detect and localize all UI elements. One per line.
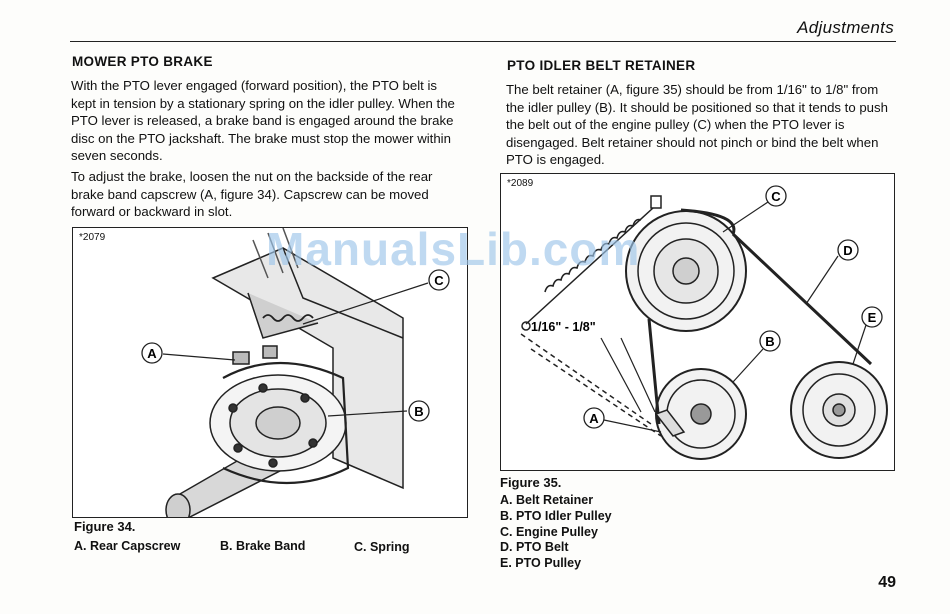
callout-c: C (434, 273, 444, 288)
mower-pto-brake-title: MOWER PTO BRAKE (72, 54, 213, 69)
figure-34-item-b: B. Brake Band (220, 539, 306, 553)
callout-b: B (765, 334, 774, 349)
callout-c-circle (428, 269, 450, 291)
figure-35-illustration: *2089 (500, 173, 895, 471)
figure-35-item-e: E. PTO Pulley (500, 556, 582, 571)
callout-e: E (868, 310, 877, 325)
figure-34-item-a: A. Rear Capscrew (74, 539, 181, 553)
figure-34-caption-title: Figure 34. (74, 519, 136, 534)
callout-b: B (414, 404, 423, 419)
page-number: 49 (878, 574, 896, 591)
callout-c: C (771, 189, 781, 204)
pto-idler-belt-retainer-title: PTO IDLER BELT RETAINER (507, 58, 696, 73)
figure-35-item-a: A. Belt Retainer (500, 493, 594, 507)
figure-35-item-d: D. PTO Belt (500, 540, 569, 555)
callout-a: A (147, 346, 157, 361)
figure-35-caption-title: Figure 35. (500, 475, 562, 490)
retainer-paragraph: The belt retainer (A, figure 35) should … (506, 82, 888, 167)
figure-35-item-b: B. PTO Idler Pulley (500, 508, 612, 523)
callout-d: D (843, 243, 852, 258)
figure-34-illustration: *2079 (72, 227, 468, 518)
brake-diagram: A B C (141, 228, 450, 517)
section-header: Adjustments (797, 18, 894, 37)
figure-35-item-c: C. Engine Pulley (500, 524, 598, 539)
gap-measurement-label: 1/16" - 1/8" (531, 320, 596, 334)
brake-paragraph-2: To adjust the brake, loosen the nut on t… (71, 169, 433, 219)
callout-a-circle (141, 342, 163, 364)
callout-a: A (589, 411, 599, 426)
figure-35-code: *2089 (507, 178, 534, 189)
watermark: ManualsLib.com (266, 223, 641, 275)
figure-34-item-c: C. Spring (354, 540, 410, 554)
brake-paragraph-1: With the PTO lever engaged (forward posi… (71, 78, 455, 163)
figure-34-code: *2079 (79, 232, 106, 243)
callout-b-circle (408, 400, 430, 422)
figure-35-legend: A. Belt Retainer B. PTO Idler Pulley C. … (500, 493, 612, 572)
belt-diagram: A B C D E 1/16" - 1/8" (520, 185, 888, 460)
header-rule (70, 41, 896, 42)
